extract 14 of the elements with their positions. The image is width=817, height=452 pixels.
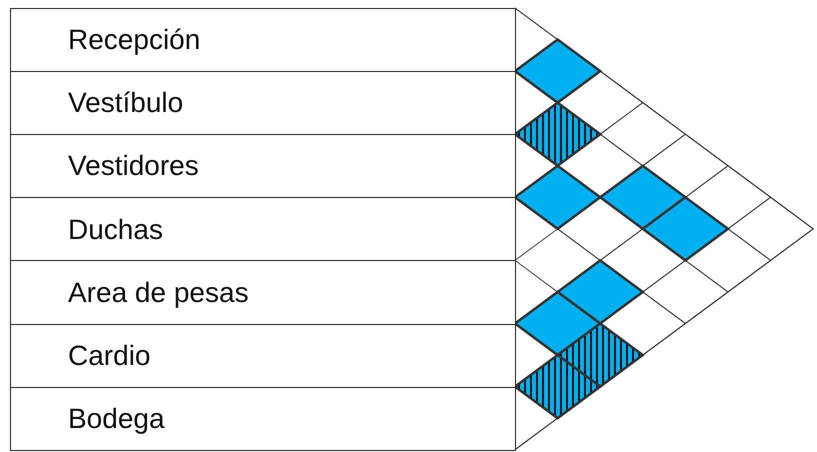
room-row: [10, 260, 516, 325]
room-row: [10, 324, 516, 388]
room-name: Cardio: [67, 340, 150, 372]
room-row: [10, 71, 516, 136]
room-name: Vestíbulo: [67, 87, 184, 120]
room-row: [10, 8, 516, 73]
room-row: [10, 386, 516, 452]
room-name: Area de pesas: [67, 276, 249, 309]
room-row: [10, 197, 516, 262]
room-name: Vestidores: [67, 150, 199, 182]
room-name: Recepción: [67, 24, 200, 56]
room-name: Duchas: [67, 214, 163, 246]
room-name: Bodega: [67, 402, 165, 435]
room-row: [10, 134, 516, 199]
